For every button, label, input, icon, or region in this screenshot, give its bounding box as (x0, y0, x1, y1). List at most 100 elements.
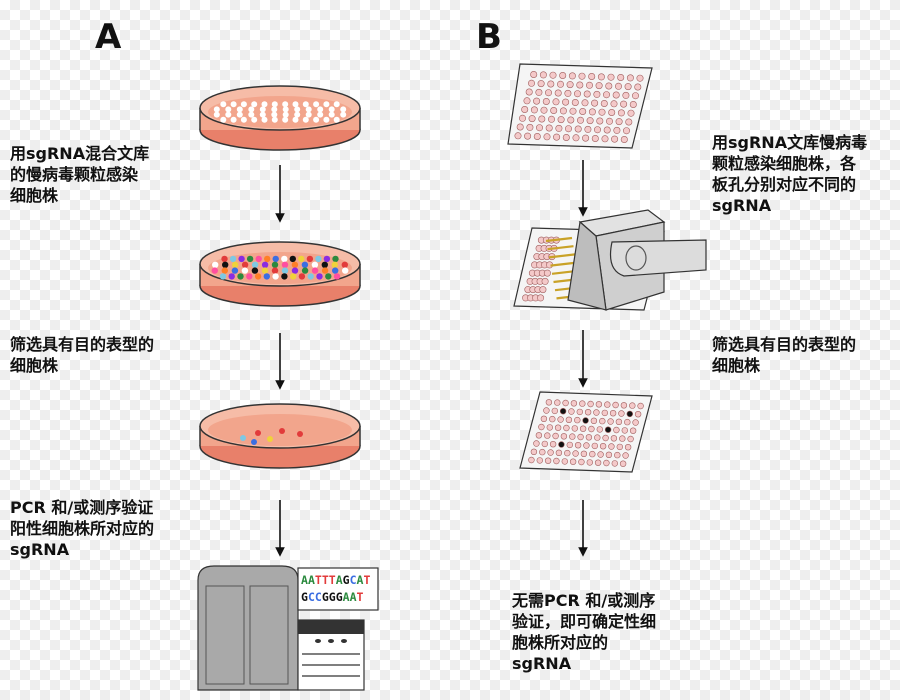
svg-text:AATTTAGCAT: AATTTAGCAT (301, 573, 370, 587)
well (582, 417, 589, 424)
well (536, 457, 543, 464)
cell-dot (302, 116, 309, 123)
well (572, 134, 580, 142)
infected-cell-dot (325, 273, 332, 280)
pipette-tip (548, 253, 576, 259)
infected-cell-dot (264, 255, 271, 263)
well (612, 401, 619, 409)
infected-cell-dot (212, 261, 219, 268)
well (619, 435, 626, 442)
well (555, 124, 563, 132)
panel-b-label: B (476, 17, 502, 57)
well (632, 419, 639, 426)
well (576, 408, 583, 416)
cell-dot (333, 116, 340, 123)
base-letter: T (329, 573, 336, 587)
well (583, 90, 591, 98)
infected-cells (211, 255, 349, 280)
well (530, 106, 538, 114)
well (617, 109, 625, 117)
well (590, 417, 598, 424)
cell-dot (240, 116, 247, 123)
well (637, 402, 644, 410)
well (516, 123, 524, 131)
well (566, 81, 574, 89)
well (602, 91, 610, 99)
well (604, 426, 612, 433)
well (579, 400, 586, 407)
well (544, 89, 552, 97)
cell-dot (225, 111, 232, 118)
infected-cell-dot (246, 255, 254, 263)
cell-dot (305, 106, 312, 113)
infected-cell-dot (321, 261, 328, 268)
well (571, 99, 579, 107)
cell-dot (230, 101, 237, 108)
infected-cell-dot (342, 267, 349, 274)
well (514, 132, 522, 140)
well (552, 98, 560, 106)
cell-dot (292, 116, 299, 123)
well (593, 126, 601, 134)
well (561, 458, 568, 465)
panel-a-label: A (95, 17, 122, 57)
well (559, 72, 567, 80)
well (602, 434, 609, 442)
well (620, 100, 628, 108)
well (626, 410, 633, 418)
well (613, 126, 621, 134)
infected-cell-dot (238, 255, 245, 263)
well (580, 450, 588, 457)
well (540, 106, 548, 114)
infected-cell-dot (298, 255, 305, 263)
base-letter: T (322, 573, 329, 587)
well (567, 116, 575, 124)
well (594, 434, 601, 441)
base-letter: T (315, 573, 322, 587)
well (608, 443, 615, 450)
cell-dot (261, 101, 268, 108)
well (579, 108, 587, 116)
infected-cell-dot (261, 267, 269, 274)
well (626, 74, 634, 82)
well (576, 116, 584, 124)
cell-dot (271, 106, 278, 113)
well (547, 449, 554, 456)
well (549, 415, 556, 423)
well (545, 399, 553, 406)
infected-cell-dot (221, 255, 228, 263)
well (533, 97, 541, 105)
base-letter: A (308, 573, 315, 587)
infected-cell-dot (261, 261, 269, 268)
well (588, 108, 596, 116)
infected-cell-dot (251, 267, 259, 274)
well (622, 452, 629, 459)
well (554, 89, 562, 97)
infected-cell-dot (272, 273, 279, 280)
well (609, 410, 617, 417)
well (584, 409, 592, 416)
well (624, 444, 632, 451)
cell-dot (248, 111, 255, 118)
cell-dot (225, 106, 232, 113)
well (527, 79, 535, 87)
cell-dot (240, 101, 247, 108)
well (535, 432, 543, 439)
well (585, 81, 593, 89)
well (571, 425, 578, 432)
well (573, 90, 581, 98)
well (598, 108, 606, 116)
infected-cell-dot (311, 267, 319, 274)
infected-cell-dot (332, 267, 339, 274)
well (631, 92, 639, 100)
well (611, 460, 618, 467)
well (591, 99, 599, 107)
base-letter: G (329, 590, 336, 604)
base-letter: G (343, 573, 350, 587)
well (543, 269, 551, 277)
well (572, 450, 579, 457)
cell-dot (282, 101, 289, 108)
infected-cell-dot (307, 273, 314, 280)
well (558, 441, 565, 448)
base-letter: A (301, 573, 308, 587)
